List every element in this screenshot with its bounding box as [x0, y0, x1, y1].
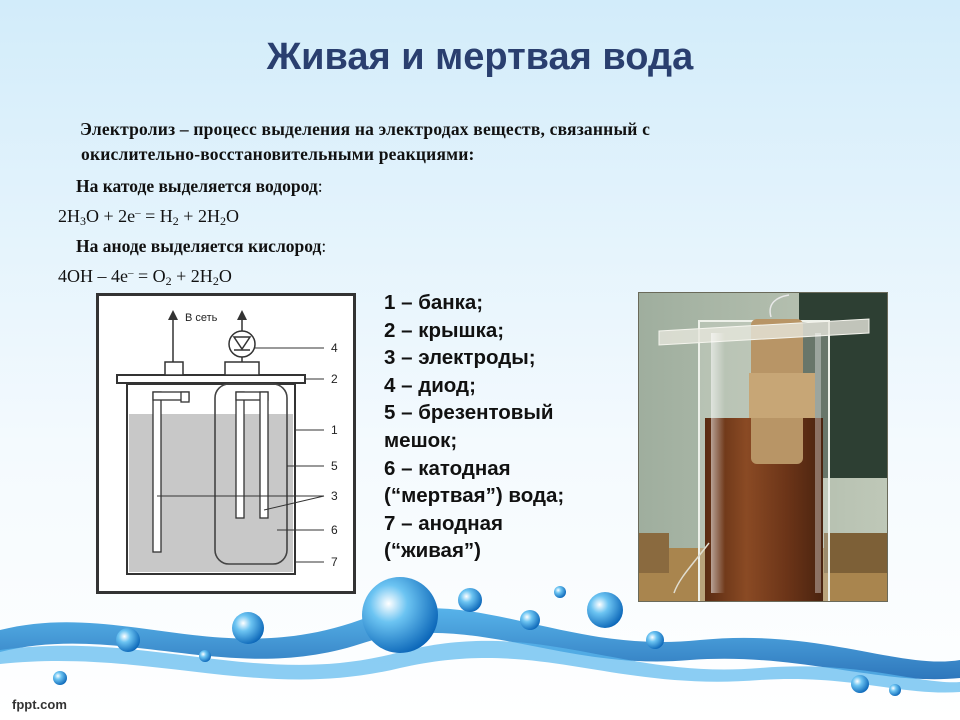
diode-symbol — [232, 336, 252, 351]
network-arrow — [168, 310, 178, 320]
cathode-formula: 2H3O + 2e– = H2 + 2H2O — [58, 206, 239, 228]
cathode-statement: На катоде выделяется водород: — [76, 176, 323, 196]
legend-line: (“живая”) — [384, 539, 481, 563]
definition-line-2: окислительно-восстановительными реакциям… — [81, 144, 475, 164]
electrode-right — [235, 391, 245, 519]
legend-line: 4 – диод; — [384, 373, 476, 397]
anode-text: На аноде выделяется кислород — [76, 236, 322, 256]
legend-line: 1 – банка; — [384, 291, 484, 314]
network-label: В сеть — [185, 312, 218, 324]
legend-line: 3 – электроды; — [384, 346, 536, 370]
anode-formula: 4OH – 4e– = O2 + 2H2O — [58, 266, 232, 288]
lid — [116, 374, 306, 384]
diagram-legend: 1 – банка; 2 – крышка; 3 – электроды; 4 … — [384, 289, 624, 565]
terminal-right — [224, 361, 260, 376]
terminal-left — [164, 361, 184, 376]
water-wave-decoration — [0, 577, 960, 696]
legend-line: (“мертвая”) вода; — [384, 484, 565, 508]
apparatus-photo — [638, 292, 888, 602]
electrolysis-definition: Электролиз – процесс выделения на электр… — [80, 117, 800, 167]
callout-7: 7 — [331, 555, 338, 569]
slide-title: Живая и мертвая вода — [266, 36, 694, 78]
callout-3: 3 — [331, 489, 338, 503]
canvas-bag — [214, 383, 288, 565]
callout-5: 5 — [331, 459, 338, 473]
legend-line: мешок; — [384, 428, 458, 452]
footer-brand: fppt.com — [12, 697, 67, 712]
legend-line: 6 – катодная — [384, 456, 511, 480]
callout-2: 2 — [331, 372, 338, 386]
legend-line: 5 – брезентовый — [384, 401, 554, 425]
cathode-text: На катоде выделяется водород — [76, 176, 318, 196]
electrode-left — [152, 391, 162, 553]
callout-1: 1 — [331, 423, 338, 437]
electrolyzer-diagram: В сеть 4 2 1 5 3 6 7 — [96, 293, 356, 594]
legend-line: 2 – крышка; — [384, 318, 505, 342]
anode-statement: На аноде выделяется кислород: — [76, 236, 327, 256]
definition-line-1: Электролиз – процесс выделения на электр… — [80, 119, 651, 139]
callout-6: 6 — [331, 523, 338, 537]
legend-line: 7 – анодная — [384, 511, 503, 535]
callout-4: 4 — [331, 341, 338, 355]
diagram-svg: В сеть 4 2 1 5 3 6 7 — [116, 310, 338, 575]
